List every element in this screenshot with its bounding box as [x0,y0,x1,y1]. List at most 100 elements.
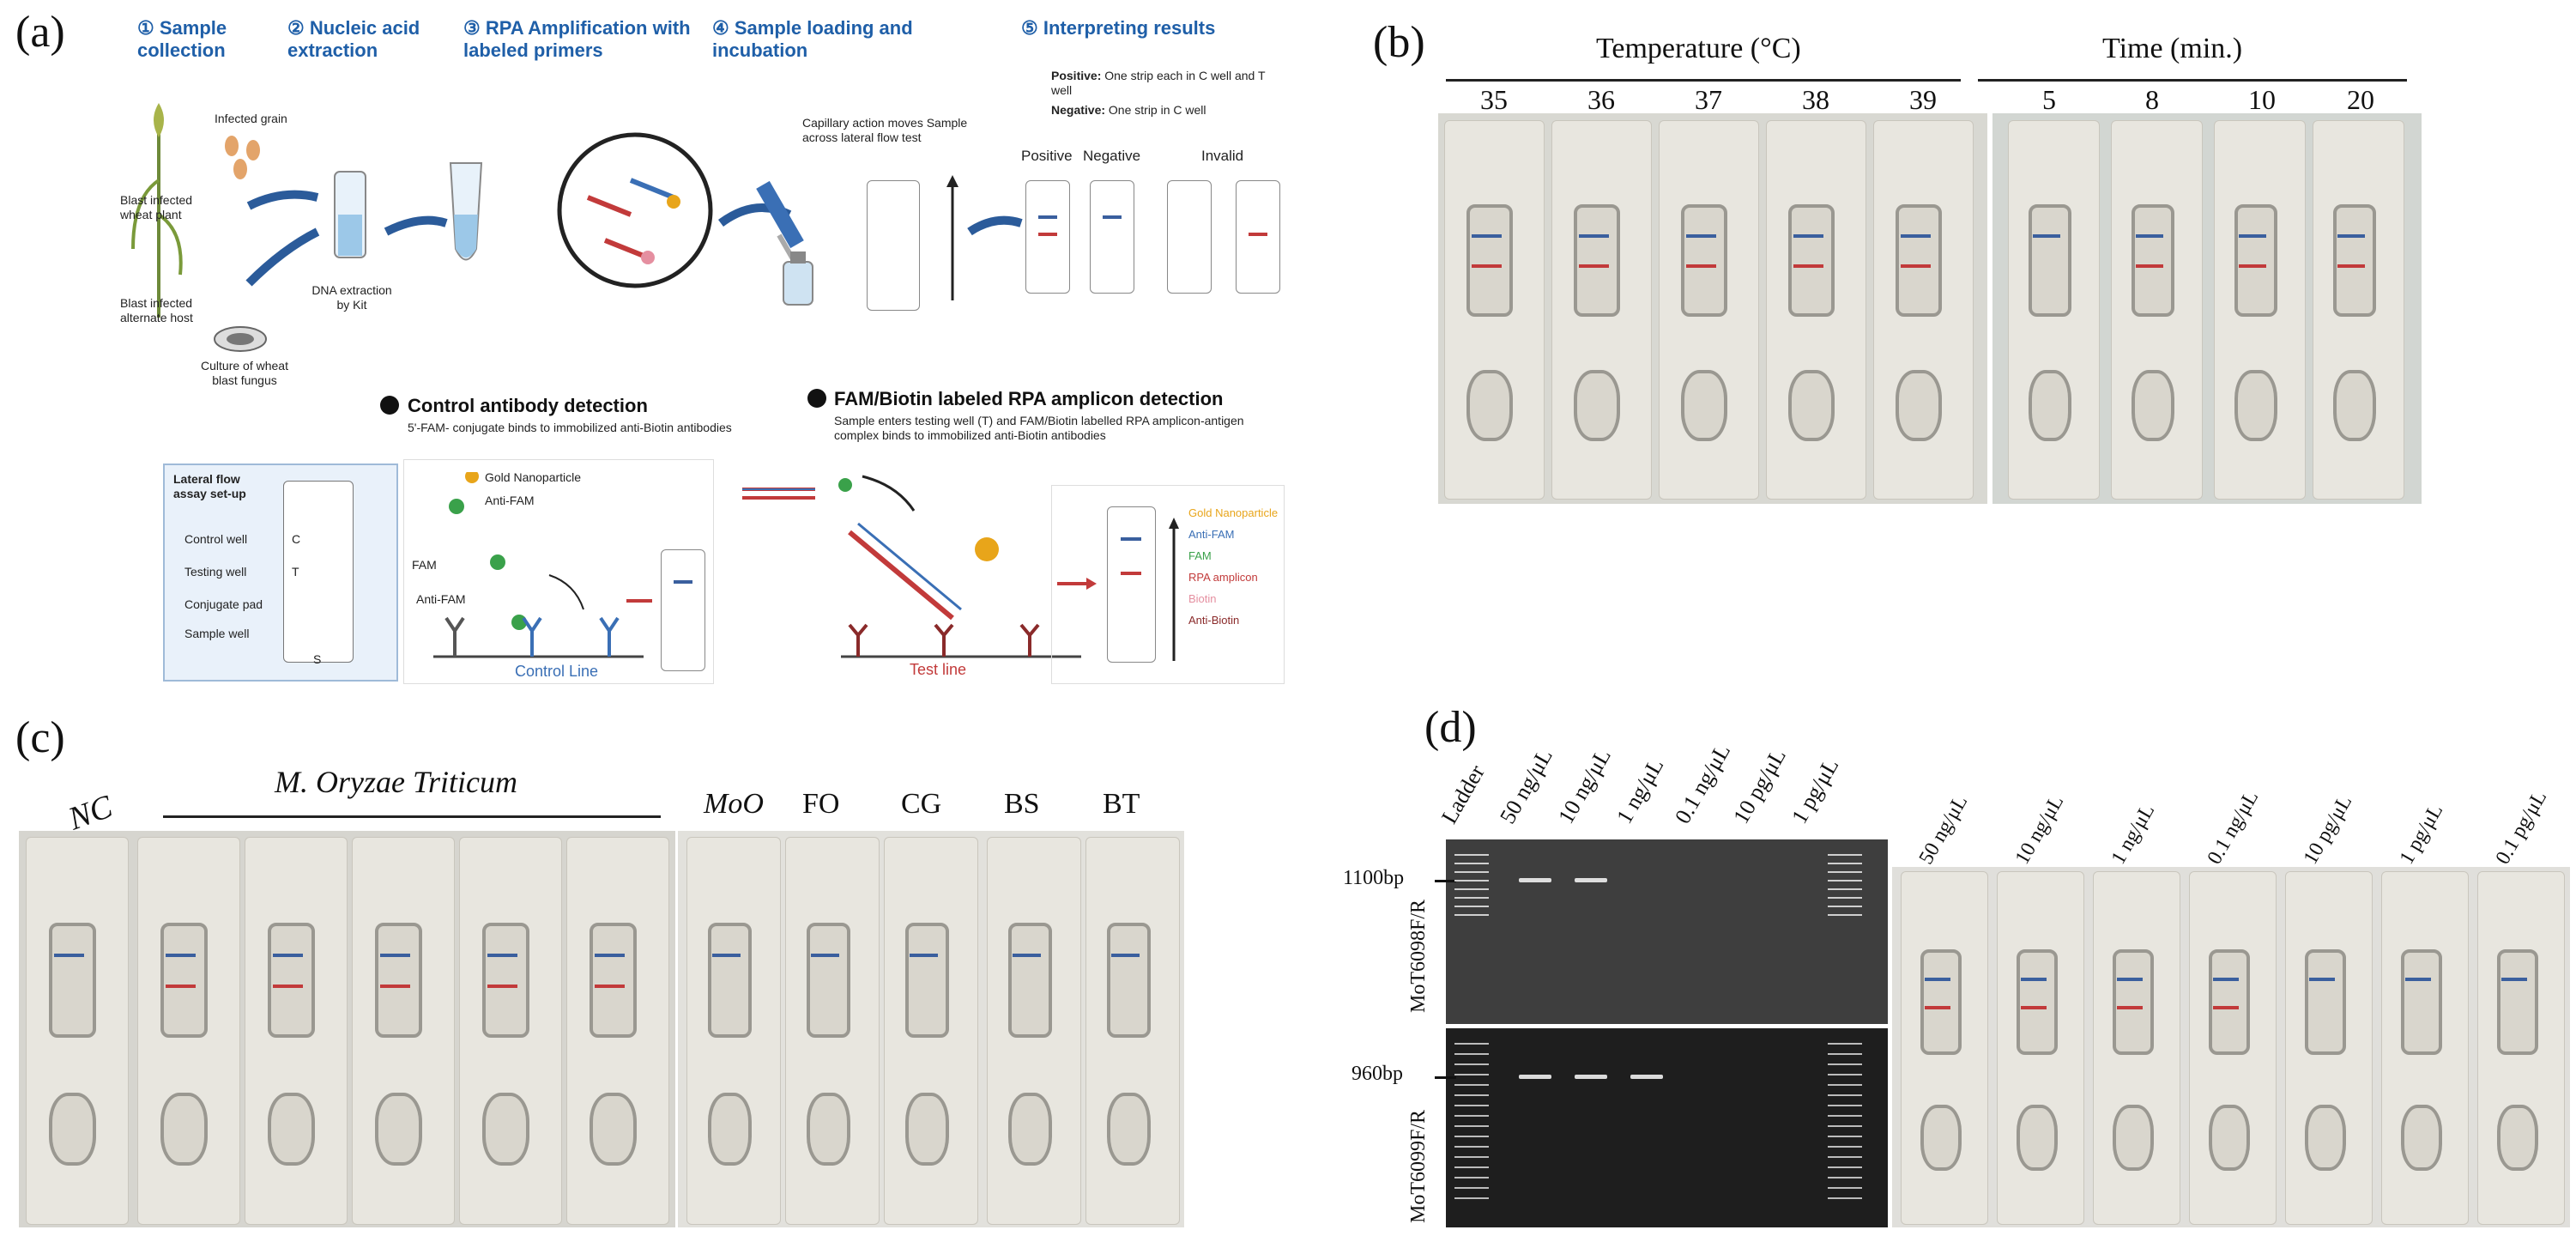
time-strip-5-window [2029,203,2072,317]
setup-s: S [313,652,322,666]
bp2-tick [1435,1076,1456,1079]
time-strip-5-control-line [2033,234,2060,238]
gel-band-bot-1ng [1630,1075,1663,1079]
mot-strip-2 [245,837,348,1225]
species-strip-fo-sample-well [806,1093,850,1166]
famdet-red-arrow-icon [1057,578,1097,590]
temp-strip-38 [1766,120,1866,500]
temp-label-39: 39 [1909,84,1937,115]
famdet-legend: Gold Nanoparticle Anti-FAM FAM RPA ampli… [1188,506,1283,627]
time-strip-5-sample-well [2029,370,2072,442]
gel-lane-label-3: 1 ng/μL [1612,754,1669,828]
ladder-band-top-6 [1454,906,1489,907]
extraction-tube-icon [334,171,366,258]
ladder-band-top-r-4 [1828,888,1862,890]
conc-strip-6-sample-well [2497,1104,2538,1172]
gel-band-bot-50ng [1519,1075,1551,1079]
conc-strip-2-window [2113,949,2154,1055]
legend-biotin: Biotin [1188,592,1217,605]
mot-strip-1 [137,837,240,1225]
conc-strip-3 [2189,871,2277,1225]
ladder-band-top-7 [1454,914,1489,916]
mot-strip-3-window [374,923,423,1038]
label-culture: Culture of wheat blast fungus [201,359,288,387]
conc-strip-1 [1997,871,2084,1225]
result-strip-invalid-1 [1167,180,1212,294]
conc-strip-2-control-line [2117,978,2143,981]
conc-strip-4-window [2305,949,2346,1055]
gel-lane-label-1: 50 ng/μL [1495,744,1557,828]
control-diagram-box [403,459,714,684]
famdet-up-arrow-icon [1169,518,1179,661]
species-strip-bt-window [1106,923,1151,1038]
ladder-band-top-r-6 [1828,906,1862,907]
time-strip-20 [2313,120,2404,500]
strip-lane-label-6: 0.1 pg/μL [2491,786,2552,869]
mot-strip-0-window [48,923,97,1038]
conc-strip-5-sample-well [2401,1104,2442,1172]
time-strip-20-test-line [2337,264,2365,269]
temp-strip-35 [1444,120,1545,500]
ladder-band-bot-r-9 [1828,1136,1862,1137]
temp-strip-39 [1873,120,1974,500]
conc-strip-5 [2381,871,2469,1225]
setup-conjugate-pad: Conjugate pad [184,597,263,611]
temp-strip-36 [1551,120,1652,500]
control-gold-label: Gold Nanoparticle [485,470,582,484]
gel-lane-label-6: 1 pg/μL [1787,754,1844,828]
species-strip-fo-control-line [811,954,839,957]
ladder-band-bot-r-7 [1828,1115,1862,1117]
control-result-strip [661,549,705,671]
bullet-icon [380,396,399,415]
primer1-label: MoT6098F/R [1407,899,1430,1013]
mot-strip-5-test-line [594,985,626,988]
species-strip-cg-control-line [910,954,938,957]
conc-strip-5-window [2401,949,2442,1055]
mot-strip-0-sample-well [48,1093,97,1166]
ladder-band-top-0 [1454,854,1489,856]
mot-strip-1-window [160,923,209,1038]
ladder-band-bot-r-15 [1828,1197,1862,1199]
strip-lane-label-0: 50 ng/μL [1914,791,1973,869]
species-label-cg: CG [901,788,942,820]
conc-strip-4-sample-well [2305,1104,2346,1172]
control-antifam2-label: Anti-FAM [416,592,466,606]
setup-control-well: Control well [184,532,248,546]
time-strip-5 [2008,120,2100,500]
temp-strip-39-sample-well [1896,370,1943,442]
time-title: Time (min.) [2102,33,2243,64]
temp-strip-37-control-line [1686,234,1716,238]
conc-strip-4-control-line [2309,978,2335,981]
control-title: Control antibody detection [408,395,648,416]
gel-band-top-50ng [1519,878,1551,882]
ladder-band-bot-r-10 [1828,1146,1862,1148]
time-strip-8-window [2132,203,2175,317]
step-1-title: ① Sample collection [137,17,227,61]
ladder-band-bot-13 [1454,1177,1489,1178]
mot-strip-3-test-line [379,985,411,988]
grain-icon [225,136,260,179]
time-strip-10-sample-well [2234,370,2278,442]
legend-fam: FAM [1188,549,1212,562]
temp-strip-36-test-line [1579,264,1609,269]
conc-strip-1-sample-well [2017,1104,2058,1172]
loading-strip [867,180,920,311]
conc-strip-6-control-line [2501,978,2527,981]
ladder-band-top-r-5 [1828,897,1862,899]
mot-strip-0-control-line [53,954,85,957]
ladder-band-top-r-1 [1828,863,1862,864]
strip-lane-label-3: 0.1 ng/μL [2203,786,2264,869]
mot-strip-3 [352,837,455,1225]
ladder-band-bot-7 [1454,1115,1489,1117]
time-strip-10 [2214,120,2306,500]
control-desc: 5'-FAM- conjugate binds to immobilized a… [408,421,732,434]
species-label-fo: FO [802,788,840,820]
mot-strip-5 [566,837,669,1225]
mot-strip-2-control-line [272,954,304,957]
setup-box [163,464,398,682]
species-strip-cg-window [904,923,949,1038]
ladder-band-top-r-2 [1828,871,1862,873]
ladder-band-bot-4 [1454,1084,1489,1086]
ladder-band-bot-r-14 [1828,1187,1862,1189]
negative-rule: Negative: One strip in C well [1051,103,1206,117]
